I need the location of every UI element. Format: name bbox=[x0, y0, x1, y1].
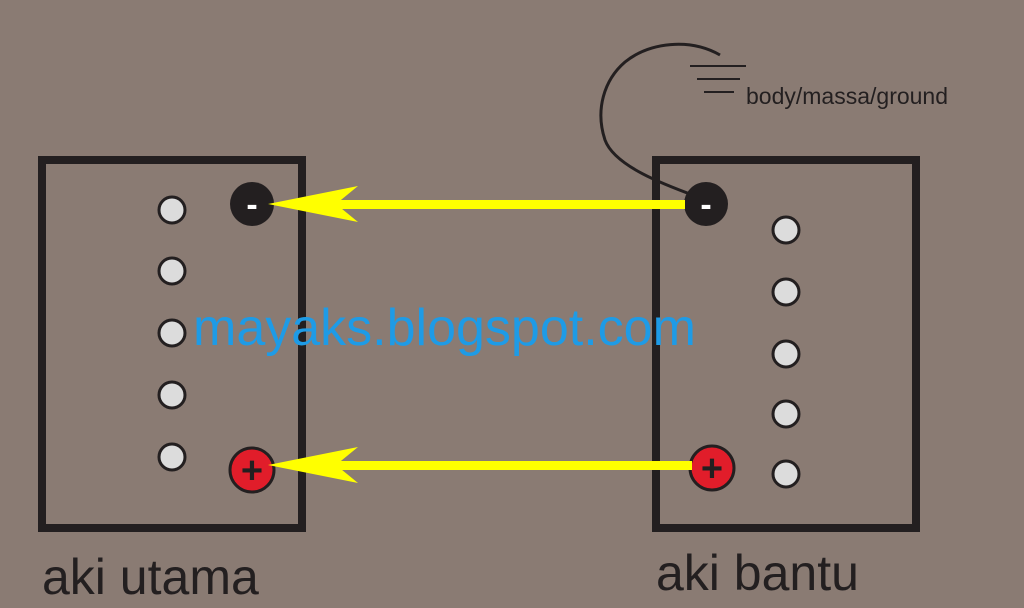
watermark-text: mayaks.blogspot.com bbox=[193, 299, 696, 357]
cell-vent bbox=[771, 339, 801, 369]
negative-symbol: - bbox=[700, 186, 711, 224]
battery-left-positive-terminal: + bbox=[228, 446, 276, 494]
cell-vent bbox=[771, 277, 801, 307]
battery-right-label: aki bantu bbox=[656, 545, 859, 601]
cell-vent bbox=[157, 380, 187, 410]
cell-vent bbox=[771, 399, 801, 429]
positive-symbol: + bbox=[701, 448, 723, 490]
cell-vent bbox=[157, 195, 187, 225]
ground-icon bbox=[690, 65, 746, 93]
negative-cable-arrow bbox=[268, 186, 685, 222]
battery-left-case bbox=[38, 156, 306, 532]
cell-vent bbox=[771, 459, 801, 489]
battery-right-case bbox=[652, 156, 920, 532]
battery-right-positive-terminal: + bbox=[688, 444, 736, 492]
cell-vent bbox=[157, 256, 187, 286]
battery-right-negative-terminal: - bbox=[684, 182, 728, 226]
battery-left-cells bbox=[157, 195, 187, 472]
battery-left-label: aki utama bbox=[42, 549, 259, 605]
cell-vent bbox=[157, 318, 187, 348]
cell-vent bbox=[157, 442, 187, 472]
ground-label: body/massa/ground bbox=[746, 83, 948, 109]
positive-cable-arrow bbox=[268, 447, 692, 483]
negative-symbol: - bbox=[246, 186, 257, 224]
battery-right-cells bbox=[771, 215, 801, 489]
cell-vent bbox=[771, 215, 801, 245]
battery-left-negative-terminal: - bbox=[230, 182, 274, 226]
positive-symbol: + bbox=[241, 450, 263, 492]
